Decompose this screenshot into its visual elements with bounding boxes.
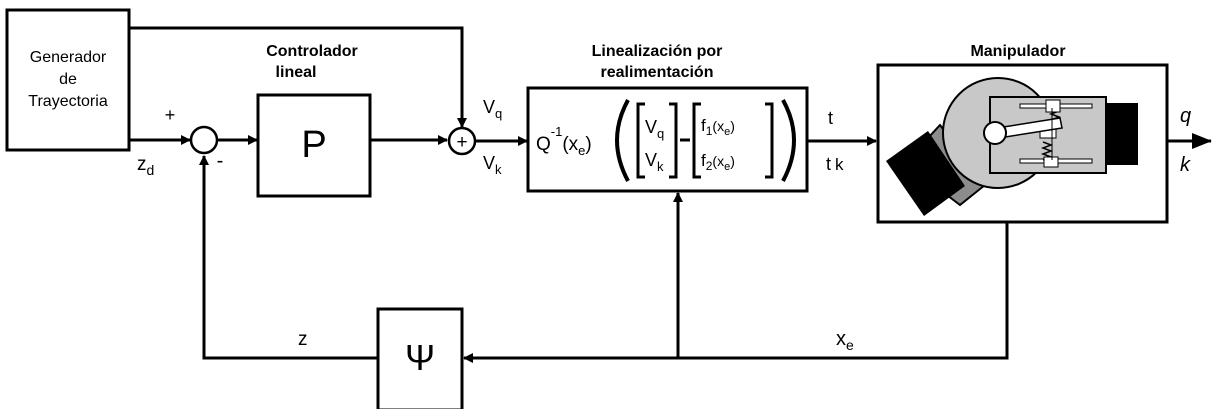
linearization-title-line2: realimentación — [601, 64, 714, 81]
xe-label: xe — [836, 328, 854, 353]
v-vector-top: Vq — [645, 117, 664, 141]
comparator-minus-sign: - — [217, 150, 224, 172]
f-vector-bottom: f2(xe) — [701, 151, 735, 173]
f-bracket-left — [692, 102, 701, 179]
outer-paren-left — [615, 99, 630, 182]
output-q-label: q — [1180, 105, 1191, 127]
f-bracket-right — [765, 102, 774, 179]
state-feedback-wire — [463, 222, 1009, 363]
manipulator-block: Manipulador — [876, 43, 1169, 224]
tau-upper-label: t — [828, 108, 833, 128]
generator-label-line3: Trayectoria — [28, 93, 108, 110]
vq-label: Vq — [483, 97, 502, 121]
generator-label-line1: Generador — [30, 49, 107, 66]
feedforward-wire — [129, 26, 467, 128]
psi-symbol: Ψ — [405, 337, 435, 378]
summing-symbol: + — [456, 132, 467, 153]
v-bracket-left — [636, 102, 645, 179]
generator-block: Generador de Trayectoria — [5, 8, 131, 152]
manipulator-robot-illustration — [886, 77, 1138, 216]
controller-block: Controlador lineal P — [256, 43, 372, 198]
zd-label: zd — [137, 154, 154, 178]
v-bracket-right — [669, 102, 678, 179]
z-label: z — [298, 329, 308, 350]
vk-label: Vk — [483, 153, 502, 177]
generator-label-line2: de — [59, 71, 77, 88]
z-feedback-wire — [199, 155, 378, 360]
v-vector-bottom: Vk — [645, 150, 664, 174]
psi-block: Ψ — [376, 307, 464, 409]
comparator-junction — [189, 125, 219, 155]
controller-title-line2: lineal — [276, 64, 317, 81]
linearization-block: Linealización por realimentación Q-1(xe)… — [526, 43, 809, 193]
f-vector-top: f1(xe) — [701, 116, 735, 138]
comparator-plus-sign: + — [165, 105, 176, 125]
manipulator-title: Manipulador — [970, 43, 1065, 60]
q-inverse-term: Q-1(xe) — [536, 124, 592, 158]
outer-paren-right — [781, 99, 796, 182]
controller-symbol: P — [301, 124, 326, 166]
linearization-title-line1: Linealización por — [592, 43, 723, 60]
controller-title-line1: Controlador — [266, 43, 358, 60]
output-k-label: k — [1180, 154, 1191, 176]
